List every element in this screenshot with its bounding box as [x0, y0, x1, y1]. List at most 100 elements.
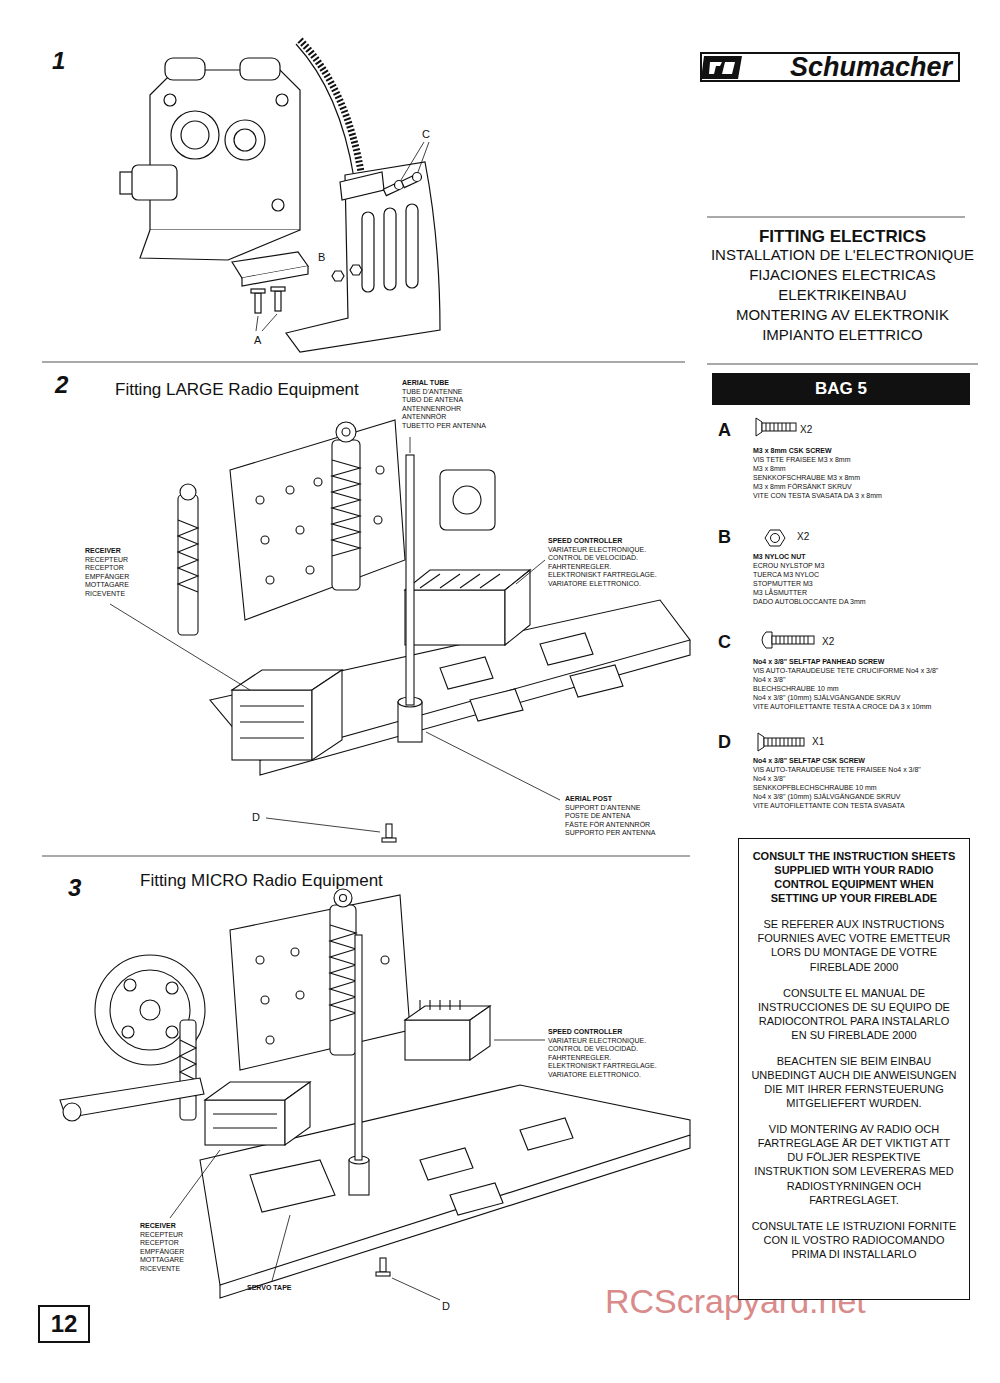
callout-label: RECEPTEUR	[140, 1231, 183, 1239]
large-radio-illustration	[342, 428, 350, 436]
callout-label: SUPPORTO PER ANTENNA	[565, 829, 655, 837]
part-description: No4 x 3/8" (10mm) SJÄLVGÄNGANDE SKRUV	[753, 793, 900, 801]
large-radio-illustration	[260, 640, 690, 775]
part-letter: B	[718, 528, 731, 548]
leader-line	[266, 818, 380, 832]
page-heading: FITTING ELECTRICS	[710, 228, 975, 247]
gearbox-illustration	[171, 111, 219, 159]
large-radio-illustration	[240, 721, 304, 722]
part-description: VIS TETE FRAISEE M3 x 8mm	[753, 456, 851, 464]
notice-paragraph: BEACHTEN SIE BEIM EINBAU UNBEDINGT AUCH …	[751, 1054, 957, 1110]
part-icon	[762, 423, 796, 431]
gearbox-illustration	[164, 94, 176, 106]
part-description: No4 x 3/8"	[753, 676, 785, 684]
notice-paragraph: CONSULT THE INSTRUCTION SHEETS SUPPLIED …	[751, 849, 957, 905]
callout-label: ANTENNRÖR	[402, 413, 446, 421]
gearbox-illustration	[384, 208, 396, 290]
part-icon	[768, 738, 800, 746]
separator-line	[707, 363, 978, 364]
micro-radio-illustration	[122, 1026, 134, 1038]
heading-translation: FIJACIONES ELECTRICAS	[710, 267, 975, 284]
gearbox-illustration	[150, 70, 300, 230]
part-icon	[758, 733, 764, 751]
large-radio-illustration	[374, 516, 382, 524]
quantity: X2	[800, 424, 812, 435]
part-description: No4 x 3/8" (10mm) SJÄLVGÄNGANDE SKRUV	[753, 694, 900, 702]
notice-paragraph: VID MONTERING AV RADIO OCH FARTREGLAGE Ä…	[751, 1122, 957, 1206]
part-icon	[756, 418, 762, 436]
leader-line	[170, 1040, 545, 1300]
heading-translation: ELEKTRIKEINBAU	[710, 287, 975, 304]
callout-label: FÄSTE FÖR ANTENNRÖR	[565, 821, 650, 829]
large-radio-illustration	[376, 466, 384, 474]
leader-line	[494, 1040, 545, 1041]
callout-label: AERIAL TUBE	[402, 379, 449, 387]
part-description: M3 LÅSMUTTER	[753, 589, 807, 597]
callout-label: RECEPTOR	[85, 564, 124, 572]
callout-label: MOTTAGARE	[85, 581, 129, 589]
part-letter: A	[718, 421, 731, 441]
leader-line	[272, 1215, 290, 1281]
part-icon	[764, 738, 804, 746]
brand-name: Schumacher	[790, 54, 952, 80]
callout-label: EMPFÄNGER	[140, 1248, 184, 1256]
step-number: 2	[55, 372, 68, 398]
part-description: M3 x 8mm FÖRSÄNKT SKRUV	[753, 483, 852, 491]
notice-paragraph: CONSULTE EL MANUAL DE INSTRUCCIONES DE S…	[751, 986, 957, 1042]
callout-label: EMPFÄNGER	[85, 573, 129, 581]
micro-radio-illustration	[166, 1026, 178, 1038]
leader-line	[516, 560, 545, 584]
micro-radio-illustration	[205, 1100, 285, 1145]
large-radio-illustration	[332, 460, 360, 556]
callout-label: RICEVENTE	[140, 1265, 180, 1273]
micro-radio-illustration	[140, 1000, 160, 1020]
micro-radio-illustration	[285, 1082, 310, 1145]
bag-header-band: BAG 5	[712, 373, 970, 405]
callout-letter: D	[442, 1300, 450, 1312]
callout-label: VARIATEUR ELECTRONIQUE.	[548, 546, 646, 554]
gearbox-illustration	[275, 291, 281, 311]
large-radio-illustration	[178, 495, 198, 635]
large-radio-illustration	[440, 574, 460, 588]
part-letter: C	[718, 633, 731, 653]
callout-label: RECEIVER	[140, 1222, 176, 1230]
part-icon	[765, 530, 785, 546]
micro-radio-illustration	[213, 1127, 277, 1128]
gearbox-illustration	[255, 293, 261, 313]
micro-radio-illustration	[200, 1085, 690, 1285]
leader-line	[410, 437, 411, 453]
micro-radio-illustration	[213, 1113, 277, 1114]
step-number: 1	[52, 48, 65, 74]
large-radio-illustration	[240, 737, 304, 738]
micro-radio-illustration	[63, 1103, 81, 1121]
callout-label: TUBETTO PER ANTENNA	[402, 422, 486, 430]
micro-radio-illustration	[420, 1000, 460, 1010]
callout-label: SPEED CONTROLLER	[548, 537, 622, 545]
separator-line	[42, 855, 690, 856]
micro-radio-illustration	[110, 970, 190, 1050]
callout-label: MOTTAGARE	[140, 1256, 184, 1264]
gearbox-illustration	[286, 162, 440, 352]
logo-mark	[701, 56, 742, 79]
callout-letter: B	[318, 251, 325, 263]
large-radio-illustration	[232, 690, 312, 760]
gearbox-illustration	[181, 121, 209, 149]
callout-label: FAHRTENREGLER.	[548, 563, 611, 571]
gearbox-illustration	[350, 265, 362, 275]
gearbox-illustration	[234, 129, 256, 151]
gearbox-illustration	[165, 58, 205, 80]
large-radio-illustration	[240, 705, 304, 706]
callout-label: ELEKTRONISKT FARTREGLAGE.	[548, 1062, 657, 1070]
gearbox-illustration	[240, 58, 280, 80]
micro-radio-illustration	[60, 1078, 204, 1118]
step-heading: Fitting LARGE Radio Equipment	[115, 381, 359, 400]
large-radio-illustration	[312, 670, 342, 760]
callout-label: FAHRTENREGLER.	[548, 1054, 611, 1062]
part-description: No4 x 3/8" SELFTAP PANHEAD SCREW	[753, 658, 884, 666]
part-description: VITE AUTOFILETTANTE CON TESTA SVASATA	[753, 802, 905, 810]
micro-radio-illustration	[330, 905, 356, 1055]
gearbox-illustration	[132, 165, 177, 200]
quantity: X1	[812, 736, 824, 747]
large-radio-illustration	[480, 574, 500, 588]
callout-letter: C	[422, 128, 430, 140]
